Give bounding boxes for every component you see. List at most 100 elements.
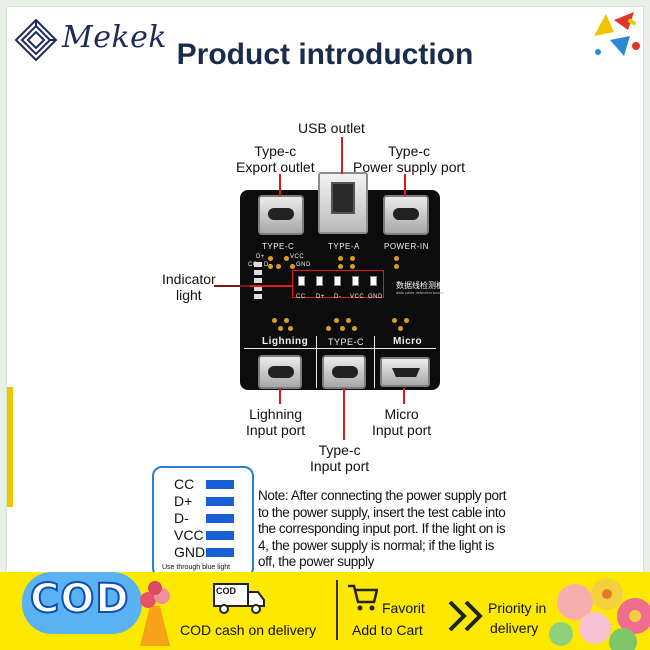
callout-indicator-line1: Indicator — [162, 271, 216, 287]
callout-lightning-input: Lighning Input port — [246, 406, 305, 438]
pin-pad — [278, 326, 283, 331]
pin-pad — [352, 326, 357, 331]
priority-line1: Priority in — [488, 600, 547, 616]
legend-bar-dminus — [206, 514, 234, 523]
legend-footer: Use through blue light — [162, 564, 231, 571]
pin-pad — [284, 318, 289, 323]
indicator-led-column — [254, 262, 264, 308]
pin-pad — [276, 264, 281, 269]
callout-typec-input-line1: Type-c — [318, 442, 361, 458]
page-title: Product introduction — [176, 38, 474, 71]
pin-pad — [268, 256, 273, 261]
shopping-cart-icon[interactable] — [346, 582, 378, 612]
cod-cash-label: COD cash on delivery — [180, 622, 317, 638]
callout-typec-power-line2: Power supply port — [353, 159, 466, 175]
pin-label-dplus: D+ — [256, 254, 265, 260]
legend-label-dplus: D+ — [174, 493, 193, 509]
led-dplus — [316, 276, 323, 286]
led-label-dplus: D+ — [316, 294, 325, 300]
pin-pad — [268, 264, 273, 269]
board-label-typec: TYPE-C — [262, 242, 295, 251]
pin-pad — [288, 326, 293, 331]
callout-typec-input-line2: Input port — [310, 458, 370, 474]
legend-label-cc: CC — [174, 476, 195, 492]
led-label-dminus: D- — [334, 294, 342, 300]
board-chinese-title: 数据线检测板 — [396, 281, 444, 290]
pin-label-gnd: GND — [296, 262, 311, 268]
callout-lightning-line1: Lighning — [249, 406, 303, 422]
pin-pad — [338, 264, 343, 269]
pin-pad — [394, 264, 399, 269]
board-label-typea: TYPE-A — [328, 242, 360, 251]
callout-micro-input: Micro Input port — [372, 406, 431, 438]
pin-pad — [284, 256, 289, 261]
left-edge-accent — [7, 387, 13, 507]
pin-label-dminus: D- — [264, 262, 272, 268]
typec-input-port-icon — [322, 355, 366, 389]
cod-truck-label: COD — [216, 586, 236, 596]
callout-typec-export: Type-c Export outlet — [236, 143, 315, 175]
pin-pad — [326, 326, 331, 331]
board-divider — [244, 348, 436, 349]
pin-pad — [404, 318, 409, 323]
callout-usb-outlet: USB outlet — [298, 120, 365, 136]
pin-pad — [350, 256, 355, 261]
brand-name: Mekek — [62, 20, 168, 55]
pin-pad — [338, 256, 343, 261]
favorite-label[interactable]: Favorit — [382, 600, 425, 616]
double-chevron-right-icon — [448, 600, 483, 632]
typec-export-port-icon — [258, 195, 304, 235]
legend-label-vcc: VCC — [174, 527, 204, 543]
callout-typec-power-line1: Type-c — [388, 143, 431, 159]
pin-pad — [350, 264, 355, 269]
add-to-cart-label[interactable]: Add to Cart — [352, 622, 423, 638]
legend-label-gnd: GND — [174, 544, 206, 560]
led-label-gnd: GND — [368, 294, 383, 300]
led-label-cc: CC — [296, 294, 306, 300]
board-label-lightning: Lighning — [262, 336, 309, 347]
cod-truck-icon — [213, 583, 265, 614]
legend-bar-vcc — [206, 531, 234, 540]
flower-decoration-icon — [549, 578, 650, 650]
led-label-vcc: VCC — [350, 294, 365, 300]
pin-label-vcc: VCC — [290, 254, 305, 260]
pin-legend-box — [152, 466, 254, 578]
pin-pad — [346, 318, 351, 323]
callout-micro-line2: Input port — [372, 422, 432, 438]
callout-lightning-line2: Input port — [246, 422, 306, 438]
cod-badge-text: COD — [29, 575, 130, 623]
micro-usb-port-icon — [380, 357, 430, 387]
legend-label-dminus: D- — [174, 510, 189, 526]
diamond-maze-logo-icon — [14, 18, 58, 62]
board-chinese-subtitle: data cable detection board — [396, 290, 444, 295]
board-label-power-in: POWER-IN — [384, 242, 429, 251]
callout-indicator-line2: light — [176, 287, 202, 303]
party-decoration-icon — [594, 12, 640, 56]
board-label-typec-bottom: TYPE-C — [328, 337, 365, 347]
pin-pad — [392, 318, 397, 323]
flower-bouquet-icon — [140, 581, 170, 646]
callout-typec-export-line2: Export outlet — [236, 159, 315, 175]
lightning-port-icon — [258, 355, 302, 389]
usb-a-port-icon — [318, 172, 368, 234]
callout-micro-line1: Micro — [384, 406, 419, 422]
callout-indicator-light: Indicator light — [162, 271, 216, 303]
pin-pad — [340, 326, 345, 331]
board-label-micro: Micro — [393, 336, 423, 347]
pin-pad — [394, 256, 399, 261]
pin-pad — [334, 318, 339, 323]
pin-pad — [272, 318, 277, 323]
led-vcc — [352, 276, 359, 286]
led-dminus — [334, 276, 341, 286]
legend-bar-dplus — [206, 497, 234, 506]
usage-note: Note: After connecting the power supply … — [258, 488, 507, 569]
priority-line2: delivery — [490, 620, 539, 636]
cod-badge-background — [22, 572, 142, 634]
board-divider — [316, 336, 317, 388]
pin-pad — [398, 326, 403, 331]
pin-pad — [290, 264, 295, 269]
board-divider — [374, 336, 375, 388]
led-gnd — [370, 276, 377, 286]
callout-typec-power: Type-c Power supply port — [353, 143, 465, 175]
banner-separator — [336, 580, 338, 640]
